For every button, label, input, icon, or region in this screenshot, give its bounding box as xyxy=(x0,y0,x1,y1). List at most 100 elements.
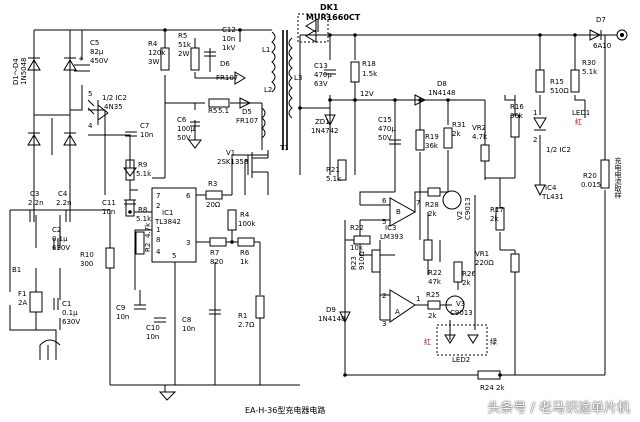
capacitors xyxy=(29,51,221,323)
ic3-pin-5: 5 xyxy=(382,218,386,226)
r16-v: 36k xyxy=(510,112,524,120)
v2-part: C9013 xyxy=(464,197,472,220)
opto-pin-5: 5 xyxy=(88,90,92,98)
ic1-pin-7: 7 xyxy=(156,192,160,200)
ic1-pin-1: 1 xyxy=(156,226,160,234)
b1-ref: B1 xyxy=(12,266,21,274)
ic3-pin-6: 6 xyxy=(382,197,387,205)
c12-v2: 1kV xyxy=(222,44,236,52)
r5a-v2: 2W xyxy=(178,50,189,58)
zd1-part: 1N4742 xyxy=(311,127,339,135)
r4b-ref: R4 xyxy=(240,211,250,219)
r24-ref: R24 xyxy=(480,384,494,392)
r10-ref: R10 xyxy=(80,251,94,259)
transistors xyxy=(442,190,465,315)
ic4-part: TL431 xyxy=(541,193,564,201)
ic1-block xyxy=(151,187,197,263)
c5-v1: 82μ xyxy=(90,48,104,56)
led2-red: 红 xyxy=(424,337,431,346)
r9-v: 5.1k xyxy=(136,170,152,178)
ic3-pin-3: 3 xyxy=(382,320,386,328)
c13-v1: 470μ xyxy=(314,71,332,79)
l2-ref: L2 xyxy=(264,86,272,94)
transformer-t1 xyxy=(261,30,293,150)
r10-v: 300 xyxy=(80,260,93,268)
v1-part: 2SK1358 xyxy=(217,158,248,166)
c6-v2: 50V xyxy=(177,134,191,142)
c4-v: 2.2n xyxy=(56,199,72,207)
junctions xyxy=(128,28,577,377)
r17-v: 2k xyxy=(490,215,499,223)
r25-v: 2k xyxy=(428,312,437,320)
bridge-diodes xyxy=(27,57,77,146)
r22-v: 10k xyxy=(350,244,364,252)
c13-v2: 63V xyxy=(314,80,328,88)
c5-capacitor: + xyxy=(74,55,90,72)
r7-v: 820 xyxy=(210,258,223,266)
led1-color: 红 xyxy=(575,117,582,126)
v3-part: C9013 xyxy=(450,309,473,317)
r2-v: 4.7k xyxy=(144,222,152,238)
d7-diode xyxy=(589,29,628,41)
r8-ref: R8 xyxy=(138,206,147,214)
v12-label: 12V xyxy=(360,90,374,98)
c2-v2: 630V xyxy=(52,244,70,252)
r5b-ref: R5 xyxy=(208,107,217,115)
r23-v: 910Ω xyxy=(358,251,366,270)
r15-ref: R15 xyxy=(550,78,564,86)
r30-v: 5.1k xyxy=(582,68,598,76)
r19-ref: R19 xyxy=(425,133,439,141)
zd1-ref: ZD1 xyxy=(315,118,330,126)
r22-ref: R22 xyxy=(350,224,364,232)
ic3-pin-2: 2 xyxy=(382,292,386,300)
leds xyxy=(436,117,547,356)
ic1-pin-2: 2 xyxy=(156,202,160,210)
vr2-ref: VR2 xyxy=(472,124,486,132)
resistors xyxy=(29,47,610,380)
r24-v: 2k xyxy=(496,384,505,392)
c1-v2: 630V xyxy=(62,318,80,326)
ic1-pin-3: 3 xyxy=(186,239,190,247)
d1d4-part: 1N5048 xyxy=(20,57,28,85)
c2-ref: C2 xyxy=(52,226,61,234)
c8-v: 10n xyxy=(182,325,195,333)
opto-pin-1: 1 xyxy=(533,109,537,117)
vr2-v: 4.7k xyxy=(472,133,488,141)
c10-v: 10n xyxy=(146,333,159,341)
ic2-part: 4N35 xyxy=(104,103,123,111)
c3-v: 2.2n xyxy=(28,199,44,207)
schematic-caption: EA-H-36型充电器电路 xyxy=(245,405,325,415)
r25-ref: R25 xyxy=(426,291,440,299)
polar-capacitors xyxy=(190,69,401,145)
d1d4-ref: D1～D4 xyxy=(12,58,20,85)
c11-v: 10n xyxy=(102,208,115,216)
d6-ref: D6 xyxy=(220,60,230,68)
v3-ref: V3 xyxy=(456,300,465,308)
c8-ref: C8 xyxy=(182,316,191,324)
mains-plug xyxy=(39,339,61,360)
r20-v: 0.015 xyxy=(581,181,601,189)
dk1-ref: DK1 xyxy=(320,3,339,12)
c15-v1: 470μ xyxy=(378,125,396,133)
r4-ref: R4 xyxy=(148,40,158,48)
r18-v: 1.5k xyxy=(362,70,378,78)
ic1-part: TL3842 xyxy=(154,218,181,226)
d5-ref: D5 xyxy=(242,108,252,116)
c2-v1: 0.1μ xyxy=(52,235,68,243)
c6-v1: 100μ xyxy=(177,125,195,133)
d7-part: 6A10 xyxy=(593,42,611,50)
r5b-v: 5.1 xyxy=(218,107,229,115)
r1-v: 2.7Ω xyxy=(238,321,255,329)
r3-ref: R3 xyxy=(208,180,217,188)
dk1-module xyxy=(297,13,329,43)
r21-ref: R21 xyxy=(326,166,340,174)
d5-part: FR107 xyxy=(236,117,258,125)
r18-ref: R18 xyxy=(362,60,376,68)
optocoupler xyxy=(87,99,109,125)
r26-ref: R26 xyxy=(462,270,476,278)
opto-pin-4: 4 xyxy=(88,122,93,130)
r15-v: 510Ω xyxy=(550,87,569,95)
ic4-ref: IC4 xyxy=(545,184,557,192)
led2-ref: LED2 xyxy=(452,356,470,364)
d9-ref: D9 xyxy=(326,306,336,314)
